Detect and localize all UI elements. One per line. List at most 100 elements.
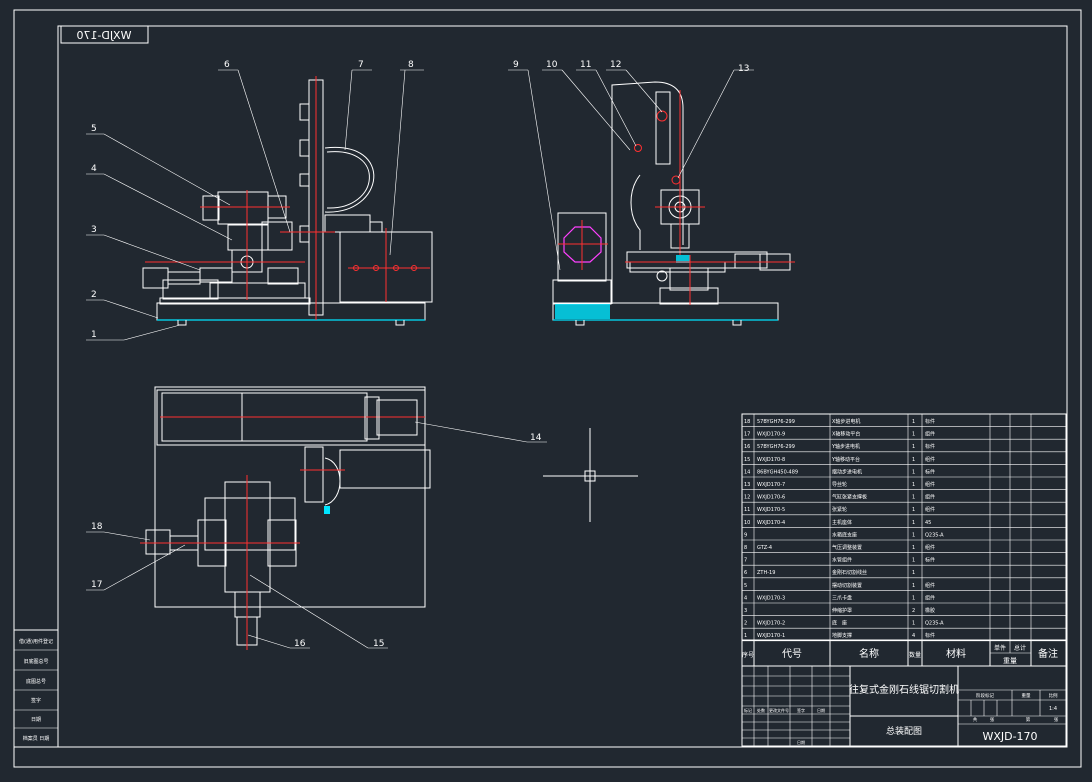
bom-cell-material: 组件 [925, 506, 935, 513]
bom-cell-material: Q235-A [925, 532, 944, 538]
bom-cell-name: 伸缩护罩 [832, 607, 852, 614]
bom-cell-code: WXJD170-6 [757, 495, 785, 501]
bom-cell-qty: 1 [912, 419, 915, 425]
balloon-1: 1 [91, 330, 97, 340]
bom-cell-seq: 15 [744, 457, 750, 463]
strip-label-1: 旧底图总号 [23, 658, 48, 665]
bom-cell-qty: 2 [912, 608, 915, 614]
balloon-11: 11 [580, 60, 591, 70]
bom-cell-material: 标件 [925, 418, 935, 425]
sheet-label-2: 第 [1026, 716, 1031, 723]
bom-cell-qty: 1 [912, 444, 915, 450]
strip-label-2: 底图总号 [26, 678, 46, 685]
bom-cell-material: 橡胶 [925, 607, 935, 614]
bom-cell-seq: 4 [744, 595, 747, 601]
bom-cell-code: WXJD170-2 [757, 621, 785, 627]
bom-cell-code: WXJD170-3 [757, 595, 785, 601]
balloon-4: 4 [91, 164, 97, 174]
bom-cell-material: 组件 [925, 544, 935, 551]
bom-cell-material: 标件 [925, 557, 935, 564]
bom-header-material: 材料 [946, 647, 966, 660]
bom-cell-name: 主机座体 [832, 519, 852, 526]
bom-cell-qty: 1 [912, 507, 915, 513]
stage-label-1: 重量 [1022, 692, 1031, 699]
bom-cell-seq: 9 [744, 532, 747, 538]
bom-cell-material: 标件 [925, 632, 935, 639]
balloon-15: 15 [373, 639, 384, 649]
strip-label-3: 签字 [31, 697, 41, 704]
rev-cell-1: 处数 [757, 707, 765, 713]
bom-cell-name: 摆动步进电机 [832, 468, 862, 475]
scale-value: 1:4 [1049, 706, 1057, 712]
bom-cell-seq: 10 [744, 520, 750, 526]
bom-cell-material: 组件 [925, 431, 935, 438]
bom-cell-name: 水管组件 [832, 557, 852, 564]
bom-cell-material: 组件 [925, 494, 935, 501]
balloon-3: 3 [91, 225, 97, 235]
drawing-number: WXJD-170 [982, 730, 1037, 743]
bom-cell-qty: 1 [912, 520, 915, 526]
front-view [142, 76, 433, 326]
bom-cell-qty: 1 [912, 482, 915, 488]
balloon-numbers: 1 2 3 4 5 6 7 8 9 10 11 12 13 14 15 16 1… [91, 60, 749, 649]
cursor-crosshair [543, 428, 638, 522]
bom-cell-material: 45 [925, 520, 931, 526]
bom-cell-name: 摆动切割装置 [832, 582, 862, 589]
strip-label-5: 档案员 日期 [23, 735, 50, 742]
bom-header-qty: 数量 [909, 651, 921, 659]
strip-label-0: 借(通)用件登记 [19, 638, 53, 645]
balloon-14: 14 [530, 433, 542, 443]
bom-cell-code: 57BYGH76-299 [757, 444, 795, 450]
bom-cell-code: WXJD170-9 [757, 432, 785, 438]
bom-cell-qty: 1 [912, 532, 915, 538]
left-strip: 借(通)用件登记 旧底图总号 底图总号 签字 日期 档案员 日期 [13, 629, 59, 748]
stage-label-2: 比例 [1049, 692, 1058, 699]
bom-cell-code: WXJD170-8 [757, 457, 785, 463]
bom-cell-material: 组件 [925, 481, 935, 488]
balloon-17: 17 [91, 580, 102, 590]
bom-header-name: 名称 [859, 647, 879, 660]
bom-cell-qty: 1 [912, 432, 915, 438]
bom-cell-material: 标件 [925, 468, 935, 475]
bom-cell-code: ZTH-19 [757, 570, 775, 576]
bom-cell-seq: 6 [744, 570, 747, 576]
balloon-10: 10 [546, 60, 558, 70]
bom-cell-qty: 1 [912, 545, 915, 551]
bom-cell-seq: 13 [744, 482, 750, 488]
bom-cell-code: WXJD170-4 [757, 520, 785, 526]
bom-header-unit: 单件 [994, 644, 1006, 652]
top-view [140, 386, 431, 650]
bom-cell-qty: 1 [912, 457, 915, 463]
balloon-2: 2 [91, 290, 97, 300]
balloon-16: 16 [294, 639, 306, 649]
bom-cell-name: X轴步进电机 [832, 418, 860, 425]
bom-cell-material: 标件 [925, 443, 935, 450]
bom-cell-code: WXJD170-1 [757, 633, 785, 639]
bom-header-seq: 序号 [742, 651, 754, 659]
bom-cell-material: 组件 [925, 456, 935, 463]
bom-cell-qty: 1 [912, 583, 915, 589]
bom-cell-seq: 8 [744, 545, 747, 551]
rev-cell-0: 标记 [744, 707, 752, 713]
bom-cell-code: 57BYGH76-299 [757, 419, 795, 425]
bom-cell-qty: 1 [912, 469, 915, 475]
bom-cell-seq: 17 [744, 432, 750, 438]
bom-table: 1 8 57BYGH76-299 X轴步进电机 1 标件 17 WXJD170-9 X轴移动平台… [741, 413, 1067, 667]
bom-cell-name: 水箱底支座 [832, 531, 857, 538]
bom-cell-material: 组件 [925, 582, 935, 589]
bom-cell-seq: 11 [744, 507, 750, 513]
bom-cell-seq: 2 [744, 621, 747, 627]
bom-cell-seq: 3 [744, 608, 747, 614]
outer-border [13, 9, 1082, 768]
balloon-7: 7 [358, 60, 364, 70]
bom-cell-qty: 1 [912, 621, 915, 627]
bom-cell-name: 底 座 [832, 620, 847, 627]
balloon-9: 9 [513, 60, 519, 70]
bom-cell-material: Q235-A [925, 621, 944, 627]
bom-cell-seq: 12 [744, 495, 750, 501]
bom-cell-name: 地脚支撑 [832, 632, 852, 639]
bom-header-code: 代号 [782, 648, 802, 660]
rev-cell-3: 签字 [797, 707, 805, 713]
bom-cell-name: X轴移动平台 [832, 431, 860, 438]
bom-cell-code: GTZ-4 [757, 545, 772, 551]
